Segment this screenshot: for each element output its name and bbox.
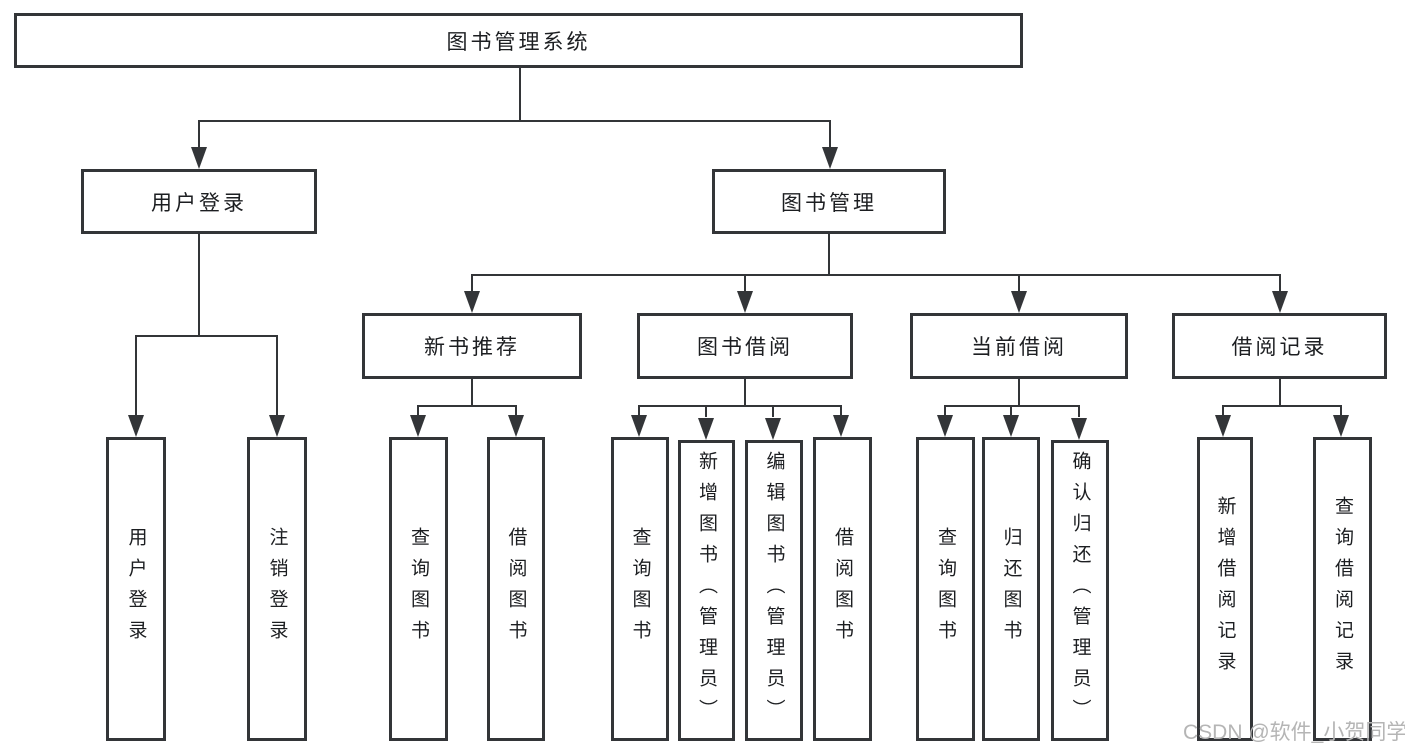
- arrowhead-down-icon: [1011, 291, 1027, 313]
- node-book-borrowing: 图书借阅: [637, 313, 853, 379]
- node-label: 编辑图书（管理员）: [763, 451, 785, 730]
- arrowhead-down-icon: [698, 418, 714, 440]
- leaf-add-books-admin: 新增图书（管理员）: [678, 440, 735, 741]
- node-label: 注销登录: [266, 527, 288, 651]
- connector-line: [828, 234, 830, 276]
- node-user-login: 用户登录: [81, 169, 317, 234]
- node-label: 当前借阅: [971, 336, 1067, 359]
- connector-line: [471, 274, 1281, 276]
- leaf-add-borrow-record: 新增借阅记录: [1197, 437, 1253, 741]
- node-borrowing-records: 借阅记录: [1172, 313, 1387, 379]
- connector-line: [417, 405, 419, 417]
- arrowhead-down-icon: [410, 415, 426, 437]
- node-label: 图书管理: [781, 191, 877, 215]
- node-label: 确认归还（管理员）: [1069, 451, 1091, 730]
- arrowhead-down-icon: [1272, 291, 1288, 313]
- csdn-watermark: CSDN @软件_小贺同学: [1183, 721, 1405, 744]
- connector-line: [1279, 274, 1281, 293]
- connector-line: [1018, 274, 1020, 293]
- node-new-book-recommend: 新书推荐: [362, 313, 582, 379]
- connector-line: [829, 120, 831, 148]
- leaf-borrow-books: 借阅图书: [813, 437, 872, 741]
- connector-line: [945, 405, 1080, 407]
- arrowhead-down-icon: [833, 415, 849, 437]
- node-label: 新增借阅记录: [1214, 496, 1236, 682]
- connector-line: [744, 274, 746, 293]
- connector-line: [135, 335, 278, 337]
- arrowhead-down-icon: [1333, 415, 1349, 437]
- arrowhead-down-icon: [269, 415, 285, 437]
- connector-line: [198, 120, 831, 122]
- node-current-borrowing: 当前借阅: [910, 313, 1128, 379]
- node-label: 图书管理系统: [446, 30, 591, 54]
- leaf-user-login: 用户登录: [106, 437, 166, 741]
- connector-line: [638, 405, 640, 417]
- arrowhead-down-icon: [937, 415, 953, 437]
- connector-line: [744, 379, 746, 407]
- leaf-current-query-books: 查询图书: [916, 437, 975, 741]
- arrowhead-down-icon: [765, 418, 781, 440]
- arrowhead-down-icon: [191, 147, 207, 169]
- arrowhead-down-icon: [128, 415, 144, 437]
- connector-line: [840, 405, 842, 417]
- node-book-management: 图书管理: [712, 169, 946, 234]
- leaf-confirm-return-admin: 确认归还（管理员）: [1051, 440, 1109, 741]
- connector-line: [471, 274, 473, 293]
- connector-line: [705, 405, 707, 417]
- arrowhead-down-icon: [508, 415, 524, 437]
- node-label: 新书推荐: [424, 336, 520, 359]
- connector-line: [198, 234, 200, 337]
- connector-line: [1078, 405, 1080, 417]
- connector-line: [772, 405, 774, 417]
- node-label: 借阅图书: [832, 527, 853, 651]
- arrowhead-down-icon: [631, 415, 647, 437]
- connector-line: [1010, 405, 1012, 417]
- connector-line: [1340, 405, 1342, 417]
- node-label: 查询借阅记录: [1332, 496, 1353, 682]
- node-label: 用户登录: [151, 191, 247, 215]
- arrowhead-down-icon: [464, 291, 480, 313]
- connector-line: [1222, 405, 1342, 407]
- connector-line: [135, 335, 137, 416]
- leaf-logout: 注销登录: [247, 437, 307, 741]
- connector-line: [1222, 405, 1224, 417]
- connector-line: [944, 405, 946, 417]
- node-label: 归还图书: [1000, 527, 1022, 651]
- arrowhead-down-icon: [1003, 415, 1019, 437]
- connector-line: [515, 405, 517, 417]
- connector-line: [417, 405, 517, 407]
- node-label: 借阅图书: [505, 527, 527, 651]
- leaf-edit-books-admin: 编辑图书（管理员）: [745, 440, 803, 741]
- node-label: 查询图书: [408, 527, 429, 651]
- leaf-recommend-query-books: 查询图书: [389, 437, 448, 741]
- connector-line: [198, 120, 200, 148]
- node-label: 用户登录: [125, 527, 147, 651]
- node-label: 查询图书: [935, 527, 956, 651]
- arrowhead-down-icon: [1215, 415, 1231, 437]
- node-label: 新增图书（管理员）: [696, 451, 717, 730]
- arrowhead-down-icon: [737, 291, 753, 313]
- node-library-system: 图书管理系统: [14, 13, 1023, 68]
- connector-line: [1018, 379, 1020, 407]
- node-label: 图书借阅: [697, 336, 793, 359]
- connector-line: [276, 335, 278, 416]
- leaf-query-borrow-record: 查询借阅记录: [1313, 437, 1372, 741]
- leaf-recommend-borrow-books: 借阅图书: [487, 437, 545, 741]
- connector-line: [471, 379, 473, 407]
- arrowhead-down-icon: [822, 147, 838, 169]
- connector-line: [519, 68, 521, 122]
- node-label: 查询图书: [629, 527, 651, 651]
- connector-line: [1279, 379, 1281, 407]
- arrowhead-down-icon: [1071, 418, 1087, 440]
- leaf-return-books: 归还图书: [982, 437, 1040, 741]
- node-label: 借阅记录: [1231, 336, 1328, 359]
- leaf-borrowing-query-books: 查询图书: [611, 437, 669, 741]
- connector-line: [639, 405, 842, 407]
